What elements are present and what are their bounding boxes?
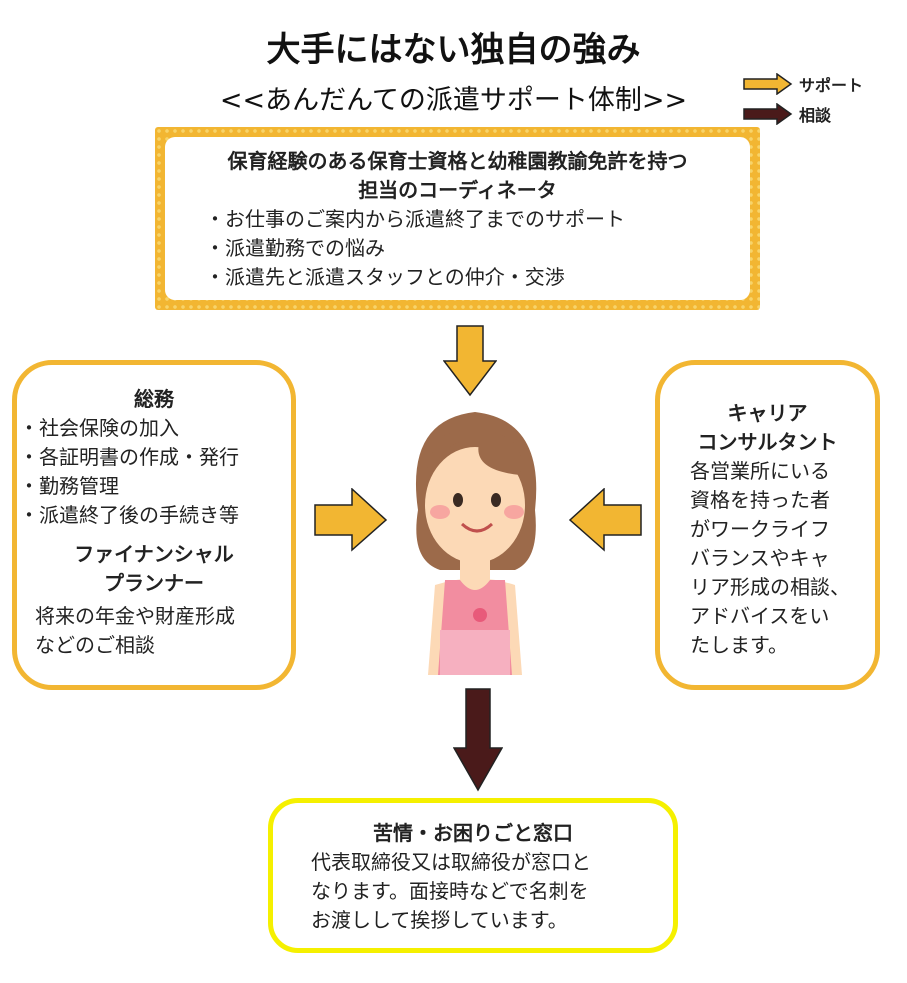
career-heading: キャリア bbox=[727, 401, 808, 425]
career-box: キャリア コンサルタント 各営業所にいる 資格を持った者 がワークライフ バラン… bbox=[655, 360, 880, 690]
consult-arrow-down bbox=[453, 688, 503, 792]
staff-illustration bbox=[415, 412, 537, 675]
page-title: 大手にはない独自の強み bbox=[266, 30, 641, 70]
page-subtitle: <<あんだんての派遣サポート体制>> bbox=[219, 85, 688, 116]
support-arrow-icon bbox=[743, 73, 793, 95]
coordinator-heading: 保育経験のある保育士資格と幼稚園教諭免許を持つ bbox=[227, 149, 688, 173]
career-text: 各営業所にいる bbox=[690, 459, 830, 483]
career-text: がワークライフ bbox=[690, 517, 830, 541]
support-arrow-down bbox=[443, 325, 497, 397]
complaints-box: 苦情・お困りごと窓口 代表取締役又は取締役が窓口と なります。面接時などで名刺を… bbox=[268, 798, 678, 953]
general-affairs-item: ・勤務管理 bbox=[19, 474, 119, 498]
general-affairs-item: ・派遣終了後の手続き等 bbox=[19, 503, 239, 527]
career-heading-2: コンサルタント bbox=[697, 430, 838, 454]
general-affairs-item: ・各証明書の作成・発行 bbox=[19, 445, 239, 469]
general-affairs-heading: 総務 bbox=[134, 387, 174, 411]
coordinator-heading-2: 担当のコーディネータ bbox=[358, 178, 557, 202]
legend-consult-label: 相談 bbox=[799, 106, 832, 125]
general-affairs-item: ・社会保険の加入 bbox=[19, 416, 179, 440]
financial-planner-text: などのご相談 bbox=[35, 633, 155, 657]
legend-support-label: サポート bbox=[799, 76, 864, 95]
financial-planner-text: 将来の年金や財産形成 bbox=[35, 604, 235, 628]
career-text: 資格を持った者 bbox=[690, 488, 830, 512]
coordinator-item: ・お仕事のご案内から派遣終了までのサポート bbox=[205, 207, 625, 231]
career-text: アドバイスをい bbox=[690, 604, 830, 628]
complaints-text: なります。面接時などで名刺を bbox=[311, 879, 589, 903]
career-text: バランスやキャ bbox=[690, 546, 830, 570]
coordinator-item: ・派遣勤務での悩み bbox=[205, 236, 385, 260]
legend: サポート 相談 bbox=[743, 72, 863, 126]
coordinator-item: ・派遣先と派遣スタッフとの仲介・交渉 bbox=[205, 265, 565, 289]
support-arrow-right bbox=[314, 488, 388, 552]
career-text: リア形成の相談、 bbox=[690, 575, 850, 599]
legend-support: サポート bbox=[743, 72, 863, 96]
support-arrow-left bbox=[568, 488, 642, 552]
general-affairs-box: 総務 ・社会保険の加入 ・各証明書の作成・発行 ・勤務管理 ・派遣終了後の手続き… bbox=[12, 360, 296, 690]
coordinator-box: 保育経験のある保育士資格と幼稚園教諭免許を持つ 担当のコーディネータ ・お仕事の… bbox=[155, 127, 760, 310]
complaints-text: お渡しして挨拶しています。 bbox=[311, 908, 568, 932]
consult-arrow-icon bbox=[743, 103, 793, 125]
financial-planner-heading-2: プランナー bbox=[104, 571, 204, 595]
financial-planner-heading: ファイナンシャル bbox=[74, 542, 234, 566]
legend-consult: 相談 bbox=[743, 102, 863, 126]
career-text: たします。 bbox=[690, 633, 788, 657]
complaints-text: 代表取締役又は取締役が窓口と bbox=[311, 850, 591, 874]
complaints-heading: 苦情・お困りごと窓口 bbox=[373, 821, 573, 845]
